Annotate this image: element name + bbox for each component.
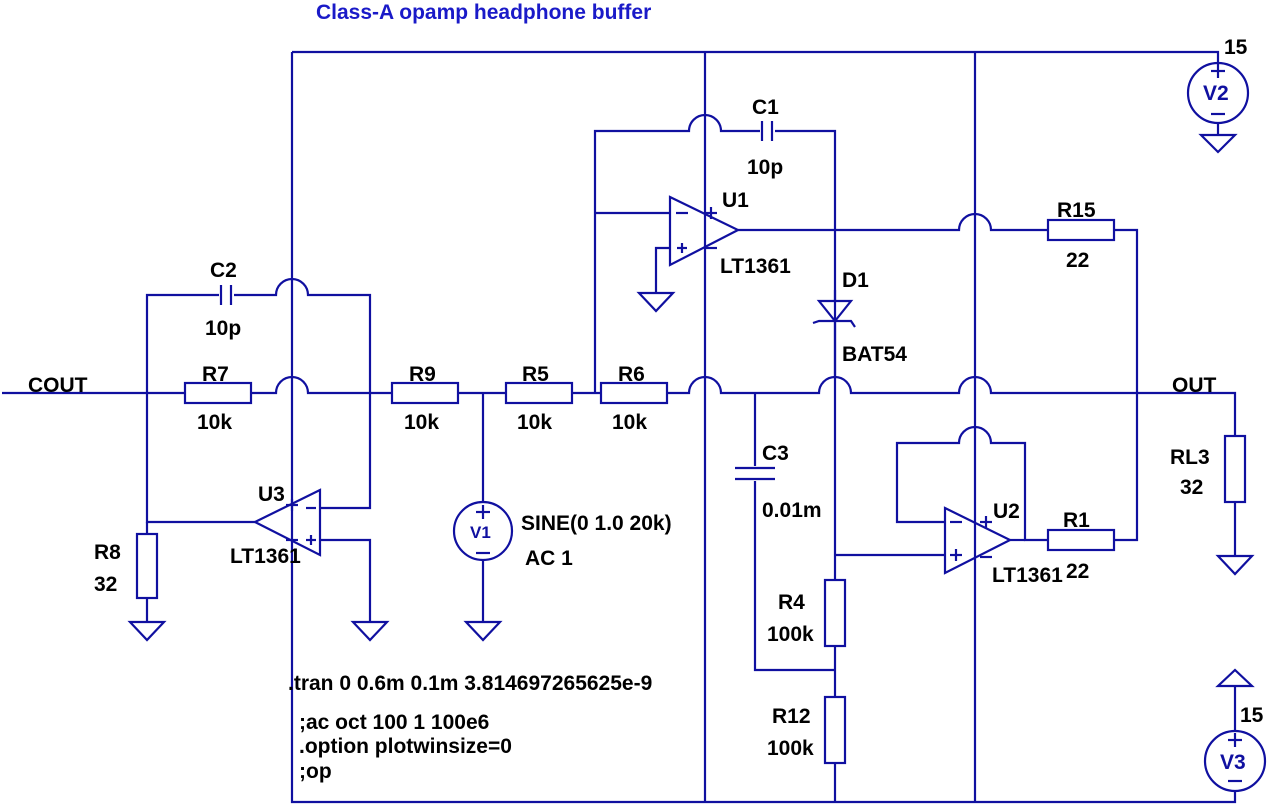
v1-ac-value: AC 1 <box>525 547 573 570</box>
rl3-value: 32 <box>1180 476 1203 499</box>
resistor-r1[interactable] <box>1046 528 1116 552</box>
r8-value: 32 <box>94 573 117 596</box>
spice-directive-op: ;op <box>299 760 332 783</box>
voltage-source-v1[interactable] <box>452 500 514 562</box>
net-label-out: OUT <box>1172 374 1217 397</box>
u2-name: U2 <box>993 500 1020 523</box>
u3-value: LT1361 <box>230 545 301 568</box>
c3-name: C3 <box>762 442 789 465</box>
resistor-r7[interactable] <box>183 381 253 405</box>
r9-value: 10k <box>404 411 439 434</box>
c3-value: 0.01m <box>762 499 822 522</box>
resistor-r5[interactable] <box>504 381 574 405</box>
d1-name: D1 <box>842 269 869 292</box>
ground-icon <box>463 620 503 642</box>
resistor-r15[interactable] <box>1046 218 1116 242</box>
r4-name: R4 <box>778 591 805 614</box>
resistor-rl3[interactable] <box>1223 434 1247 504</box>
d1-value: BAT54 <box>842 343 907 366</box>
v3-name: V3 <box>1220 751 1246 774</box>
resistor-r6[interactable] <box>599 381 669 405</box>
r15-value: 22 <box>1066 249 1089 272</box>
r12-value: 100k <box>767 737 814 760</box>
r5-name: R5 <box>522 363 549 386</box>
resistor-r9[interactable] <box>390 381 460 405</box>
resistor-r4[interactable] <box>823 578 847 648</box>
r12-name: R12 <box>772 705 811 728</box>
ground-icon <box>1215 554 1255 576</box>
v1-name: V1 <box>470 523 491 542</box>
u1-value: LT1361 <box>720 255 791 278</box>
r8-name: R8 <box>94 541 121 564</box>
opamp-u2[interactable] <box>943 506 1013 575</box>
schematic-title: Class-A opamp headphone buffer <box>316 1 651 24</box>
v2-name: V2 <box>1203 82 1229 105</box>
u3-name: U3 <box>258 483 285 506</box>
c2-name: C2 <box>210 259 237 282</box>
c1-value: 10p <box>747 156 783 179</box>
ground-icon <box>350 620 390 642</box>
r5-value: 10k <box>517 411 552 434</box>
r15-name: R15 <box>1057 199 1096 222</box>
supply-arrow-icon <box>1215 668 1255 688</box>
r6-value: 10k <box>612 411 647 434</box>
v1-value: SINE(0 1.0 20k) <box>521 512 672 535</box>
c2-value: 10p <box>205 317 241 340</box>
spice-directive-ac: ;ac oct 100 1 100e6 <box>299 711 489 734</box>
capacitor-c2[interactable] <box>219 285 233 305</box>
diode-d1[interactable] <box>812 290 856 377</box>
resistor-r8[interactable] <box>135 532 159 600</box>
opamp-u3[interactable] <box>252 488 322 557</box>
rl3-name: RL3 <box>1170 446 1210 469</box>
ground-icon <box>636 291 676 313</box>
capacitor-c3[interactable] <box>735 466 775 481</box>
r1-value: 22 <box>1066 560 1089 583</box>
spice-directive-tran: .tran 0 0.6m 0.1m 3.814697265625e-9 <box>288 672 652 695</box>
spice-directive-option: .option plotwinsize=0 <box>299 735 512 758</box>
r4-value: 100k <box>767 623 814 646</box>
v2-value: 15 <box>1224 36 1248 59</box>
v3-value: 15 <box>1240 704 1264 727</box>
ground-icon <box>127 620 167 642</box>
wires <box>2 50 1237 804</box>
r7-name: R7 <box>202 363 229 386</box>
opamp-u1[interactable] <box>668 195 741 267</box>
resistor-r12[interactable] <box>823 695 847 765</box>
c1-name: C1 <box>752 96 779 119</box>
r6-name: R6 <box>618 363 645 386</box>
r7-value: 10k <box>197 411 232 434</box>
net-label-cout: COUT <box>28 374 88 397</box>
u1-name: U1 <box>722 189 749 212</box>
r1-name: R1 <box>1063 509 1090 532</box>
u2-value: LT1361 <box>992 564 1063 587</box>
voltage-source-v2[interactable] <box>1186 61 1250 135</box>
ground-icon <box>1198 133 1238 154</box>
capacitor-c1[interactable] <box>760 121 774 141</box>
r9-name: R9 <box>409 363 436 386</box>
voltage-source-v3[interactable] <box>1203 686 1267 793</box>
